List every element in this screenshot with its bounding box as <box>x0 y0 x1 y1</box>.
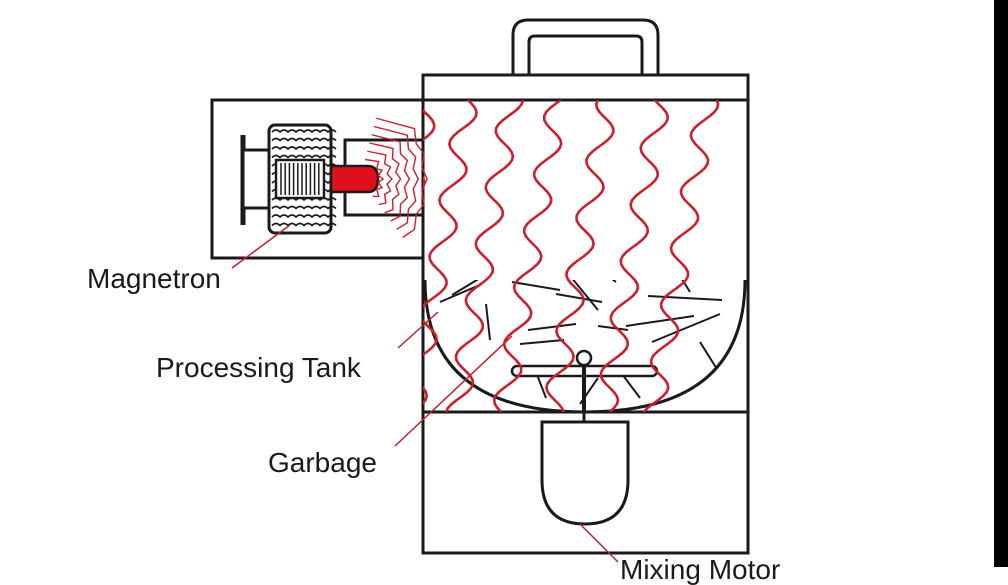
microwave <box>545 100 615 412</box>
garbage-piece <box>460 232 492 278</box>
garbage-piece <box>625 315 695 327</box>
emitter-waves <box>365 117 428 239</box>
emitter-wave <box>365 158 385 198</box>
garbage-piece <box>511 281 561 291</box>
garbage-piece <box>646 232 722 278</box>
emitter-wave <box>376 117 428 239</box>
fin-line <box>271 154 337 159</box>
garbage-processor-diagram <box>210 18 750 563</box>
garbage-piece <box>621 373 641 399</box>
processing-tank-leader-line <box>397 311 439 349</box>
garbage-piece <box>527 323 577 331</box>
garbage-piece <box>647 295 723 301</box>
garbage-piece <box>555 293 603 303</box>
microwave <box>492 100 563 412</box>
mixing-blade <box>510 349 659 412</box>
window-edge <box>994 0 1008 567</box>
garbage-piece <box>519 339 565 345</box>
garbage-label: Garbage <box>268 447 377 478</box>
emitter-wave <box>373 125 420 230</box>
microwave <box>423 100 478 406</box>
garbage-piece <box>651 313 721 343</box>
magnetron-emitter <box>329 164 380 194</box>
garbage-piece <box>451 280 511 296</box>
mixing-motor-leader-line <box>579 523 619 563</box>
emitter-wave <box>367 150 393 206</box>
carry-handle <box>511 18 660 77</box>
garbage-piece <box>663 280 691 293</box>
garbage-piece <box>561 280 599 311</box>
magnetron <box>240 123 380 235</box>
emitter-wave <box>369 142 402 214</box>
housing <box>421 73 750 555</box>
mixing-motor <box>540 420 630 526</box>
magnetron-leader-line <box>231 224 291 269</box>
fin-line <box>271 137 337 142</box>
fin-line <box>271 214 337 219</box>
emitter-wave <box>371 134 411 222</box>
garbage-piece <box>583 280 617 283</box>
mixing-motor-label: Mixing Motor <box>620 554 781 585</box>
magnetron-label: Magnetron <box>87 263 221 294</box>
fin-line <box>271 205 337 210</box>
garbage-piece <box>485 303 491 341</box>
fin-line <box>271 129 337 134</box>
garbage-leader-line <box>394 335 513 447</box>
microwave <box>444 100 525 412</box>
fin-line <box>271 222 337 227</box>
garbage-piece <box>597 325 629 331</box>
magnetron-enclosure <box>210 98 425 260</box>
processing-tank-label: Processing Tank <box>156 352 361 383</box>
fin-line <box>271 146 337 151</box>
microwave <box>642 100 720 412</box>
microwave <box>599 100 669 412</box>
magnetron-coil <box>280 163 320 195</box>
microwaves <box>423 100 720 412</box>
garbage-piece <box>520 250 548 262</box>
